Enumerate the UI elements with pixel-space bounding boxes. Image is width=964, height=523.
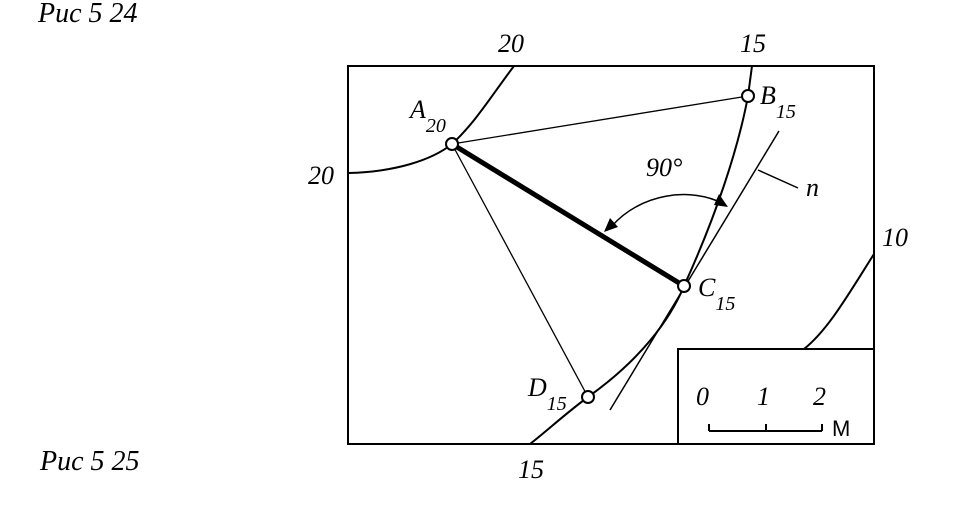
contour-label-right: 10 <box>882 223 908 252</box>
angle-arrowhead-right <box>714 194 728 207</box>
contour-line-15 <box>529 65 753 445</box>
contour-label-left: 20 <box>308 161 334 190</box>
point-a <box>445 137 459 151</box>
scale-label-0: 0 <box>696 382 709 411</box>
label-point-a: A20 <box>408 95 446 137</box>
contour-label-top-left: 20 <box>498 29 524 58</box>
point-d <box>581 390 595 404</box>
angle-arrowhead-left <box>604 218 618 232</box>
line-a-d <box>451 143 589 398</box>
contour-line-10 <box>803 253 875 350</box>
right-angle-arc <box>611 193 725 227</box>
label-point-d: D15 <box>527 373 567 415</box>
point-c <box>677 279 691 293</box>
point-b <box>741 89 755 103</box>
tangent-label: n <box>806 173 819 202</box>
line-a-c-bold <box>450 141 686 289</box>
tangent-line-n <box>609 130 780 411</box>
label-point-b: B15 <box>760 81 796 123</box>
label-point-c: C15 <box>698 273 735 315</box>
contour-label-bottom: 15 <box>518 455 544 484</box>
scale-label-2: 2 <box>813 382 826 411</box>
tangent-label-leader <box>757 169 799 189</box>
scale-unit: М <box>832 416 850 441</box>
contour-label-top-right: 15 <box>740 29 766 58</box>
caption-top: Рис 5 24 <box>37 0 138 29</box>
scale-label-1: 1 <box>757 382 770 411</box>
angle-label: 90° <box>646 153 682 182</box>
line-a-b <box>451 95 749 145</box>
caption-bottom: Рис 5 25 <box>39 446 140 477</box>
scale-box <box>677 348 875 445</box>
